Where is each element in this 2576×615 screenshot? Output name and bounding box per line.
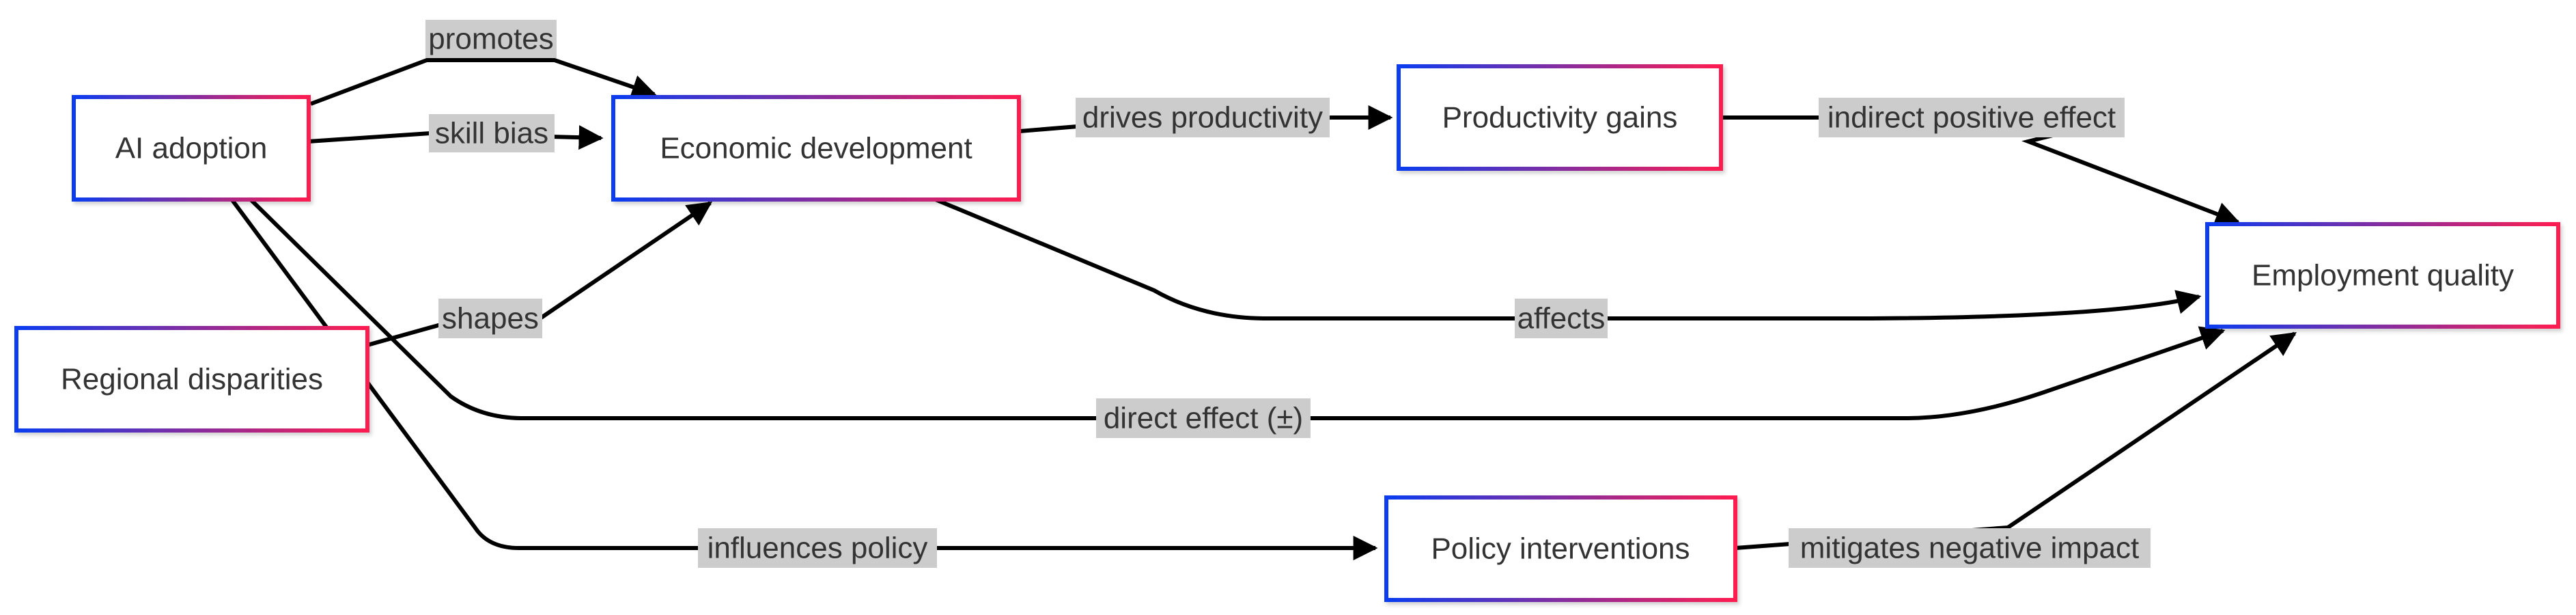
svg-text:promotes: promotes xyxy=(428,23,553,56)
svg-text:indirect positive effect: indirect positive effect xyxy=(1828,101,2116,135)
node-regional-disparities[interactable]: Regional disparities xyxy=(14,326,369,433)
svg-text:shapes: shapes xyxy=(442,302,539,336)
edge-labels: promotes skill bias drives productivity … xyxy=(425,20,2151,568)
edge-direct-effect xyxy=(247,196,2226,420)
svg-text:AI adoption: AI adoption xyxy=(115,132,268,165)
svg-text:influences policy: influences policy xyxy=(708,532,928,565)
edge-label-shapes: shapes xyxy=(438,299,542,338)
edge-label-affects: affects xyxy=(1515,299,1608,338)
edge-label-drives-productivity: drives productivity xyxy=(1076,98,1330,137)
nodes: AI adoption Economic development Product… xyxy=(14,64,2560,602)
edge-label-skill-bias: skill bias xyxy=(429,114,555,152)
edge-influences-policy xyxy=(229,197,1378,560)
node-policy-interventions[interactable]: Policy interventions xyxy=(1384,495,1737,602)
edge-label-mitigates-negative-impact: mitigates negative impact xyxy=(1789,528,2151,568)
edge-label-influences-policy: influences policy xyxy=(698,528,937,568)
edge-label-direct-effect: direct effect (±) xyxy=(1096,398,1311,438)
edge-promotes xyxy=(309,58,657,106)
svg-text:direct effect (±): direct effect (±) xyxy=(1104,402,1303,435)
svg-text:Employment quality: Employment quality xyxy=(2252,259,2514,292)
svg-text:Productivity gains: Productivity gains xyxy=(1442,101,1678,135)
node-employment-quality[interactable]: Employment quality xyxy=(2205,222,2560,329)
svg-text:drives productivity: drives productivity xyxy=(1082,101,1323,135)
edge-mitigates-negative-impact xyxy=(1735,331,2297,550)
svg-text:mitigates negative impact: mitigates negative impact xyxy=(1800,532,2139,565)
node-economic-development[interactable]: Economic development xyxy=(611,95,1021,202)
edge-label-indirect-positive-effect: indirect positive effect xyxy=(1819,98,2125,137)
edge-affects xyxy=(931,196,2202,320)
node-productivity-gains[interactable]: Productivity gains xyxy=(1397,64,1723,171)
svg-text:Economic development: Economic development xyxy=(660,132,972,165)
edge-label-promotes: promotes xyxy=(425,20,557,58)
svg-text:Policy interventions: Policy interventions xyxy=(1431,532,1690,566)
svg-text:Regional disparities: Regional disparities xyxy=(61,363,323,396)
svg-text:skill bias: skill bias xyxy=(435,117,548,150)
svg-text:affects: affects xyxy=(1517,302,1606,336)
node-ai-adoption[interactable]: AI adoption xyxy=(72,95,311,202)
